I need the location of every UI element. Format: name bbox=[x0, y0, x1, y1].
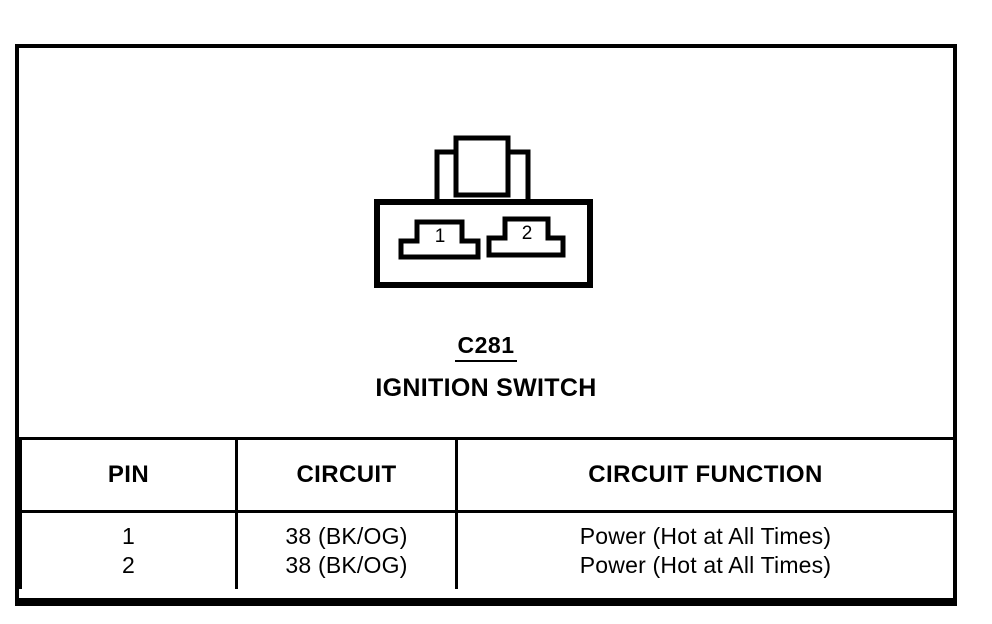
cell-circuit: 38 (BK/OG) bbox=[235, 511, 458, 551]
column-header-circuit: CIRCUIT bbox=[235, 437, 458, 513]
cell-function: Power (Hot at All Times) bbox=[455, 511, 956, 551]
cell-pin: 2 bbox=[19, 551, 238, 589]
connector-name-text: IGNITION SWITCH bbox=[375, 374, 597, 402]
table-row: 1 38 (BK/OG) Power (Hot at All Times) bbox=[19, 511, 956, 551]
table-header-row: PIN CIRCUIT CIRCUIT FUNCTION bbox=[19, 437, 956, 513]
connector-id-text: C281 bbox=[454, 332, 518, 362]
connector-id-label: C281 bbox=[15, 332, 957, 362]
cell-circuit: 38 (BK/OG) bbox=[235, 551, 458, 589]
pin-assignment-table: PIN CIRCUIT CIRCUIT FUNCTION 1 38 (BK/OG… bbox=[19, 437, 956, 589]
connector-caption: C281 IGNITION SWITCH bbox=[15, 332, 957, 402]
cell-pin: 1 bbox=[19, 511, 238, 551]
table-row: 2 38 (BK/OG) Power (Hot at All Times) bbox=[19, 551, 956, 589]
column-header-pin: PIN bbox=[19, 437, 238, 513]
table-bottom-border bbox=[19, 598, 953, 602]
cell-function: Power (Hot at All Times) bbox=[455, 551, 956, 589]
column-header-function: CIRCUIT FUNCTION bbox=[455, 437, 956, 513]
